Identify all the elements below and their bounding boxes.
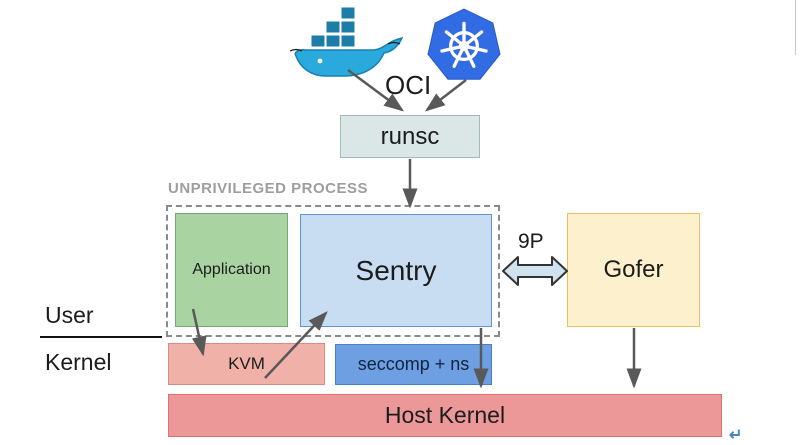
host-kernel-box: Host Kernel: [168, 394, 722, 437]
docker-icon: [289, 6, 404, 77]
sentry-box: Sentry: [300, 214, 492, 327]
seccomp-ns-box: seccomp + ns: [335, 344, 492, 385]
unprivileged-process-label: UNPRIVILEGED PROCESS: [168, 180, 369, 197]
kubernetes-icon: [427, 8, 501, 80]
kernel-label: Kernel: [45, 349, 112, 375]
application-box: Application: [175, 213, 288, 327]
user-label: User: [45, 302, 94, 328]
return-mark-icon: ↵: [729, 427, 743, 444]
page-edge-line: [795, 0, 796, 55]
nine-p-label: 9P: [518, 230, 544, 253]
user-kernel-divider: [40, 336, 162, 338]
gofer-box: Gofer: [567, 213, 700, 327]
oci-label: OCI: [385, 70, 432, 100]
kvm-box: KVM: [168, 343, 325, 385]
unprivileged-process-container: [166, 205, 500, 337]
runsc-box: runsc: [340, 115, 480, 158]
